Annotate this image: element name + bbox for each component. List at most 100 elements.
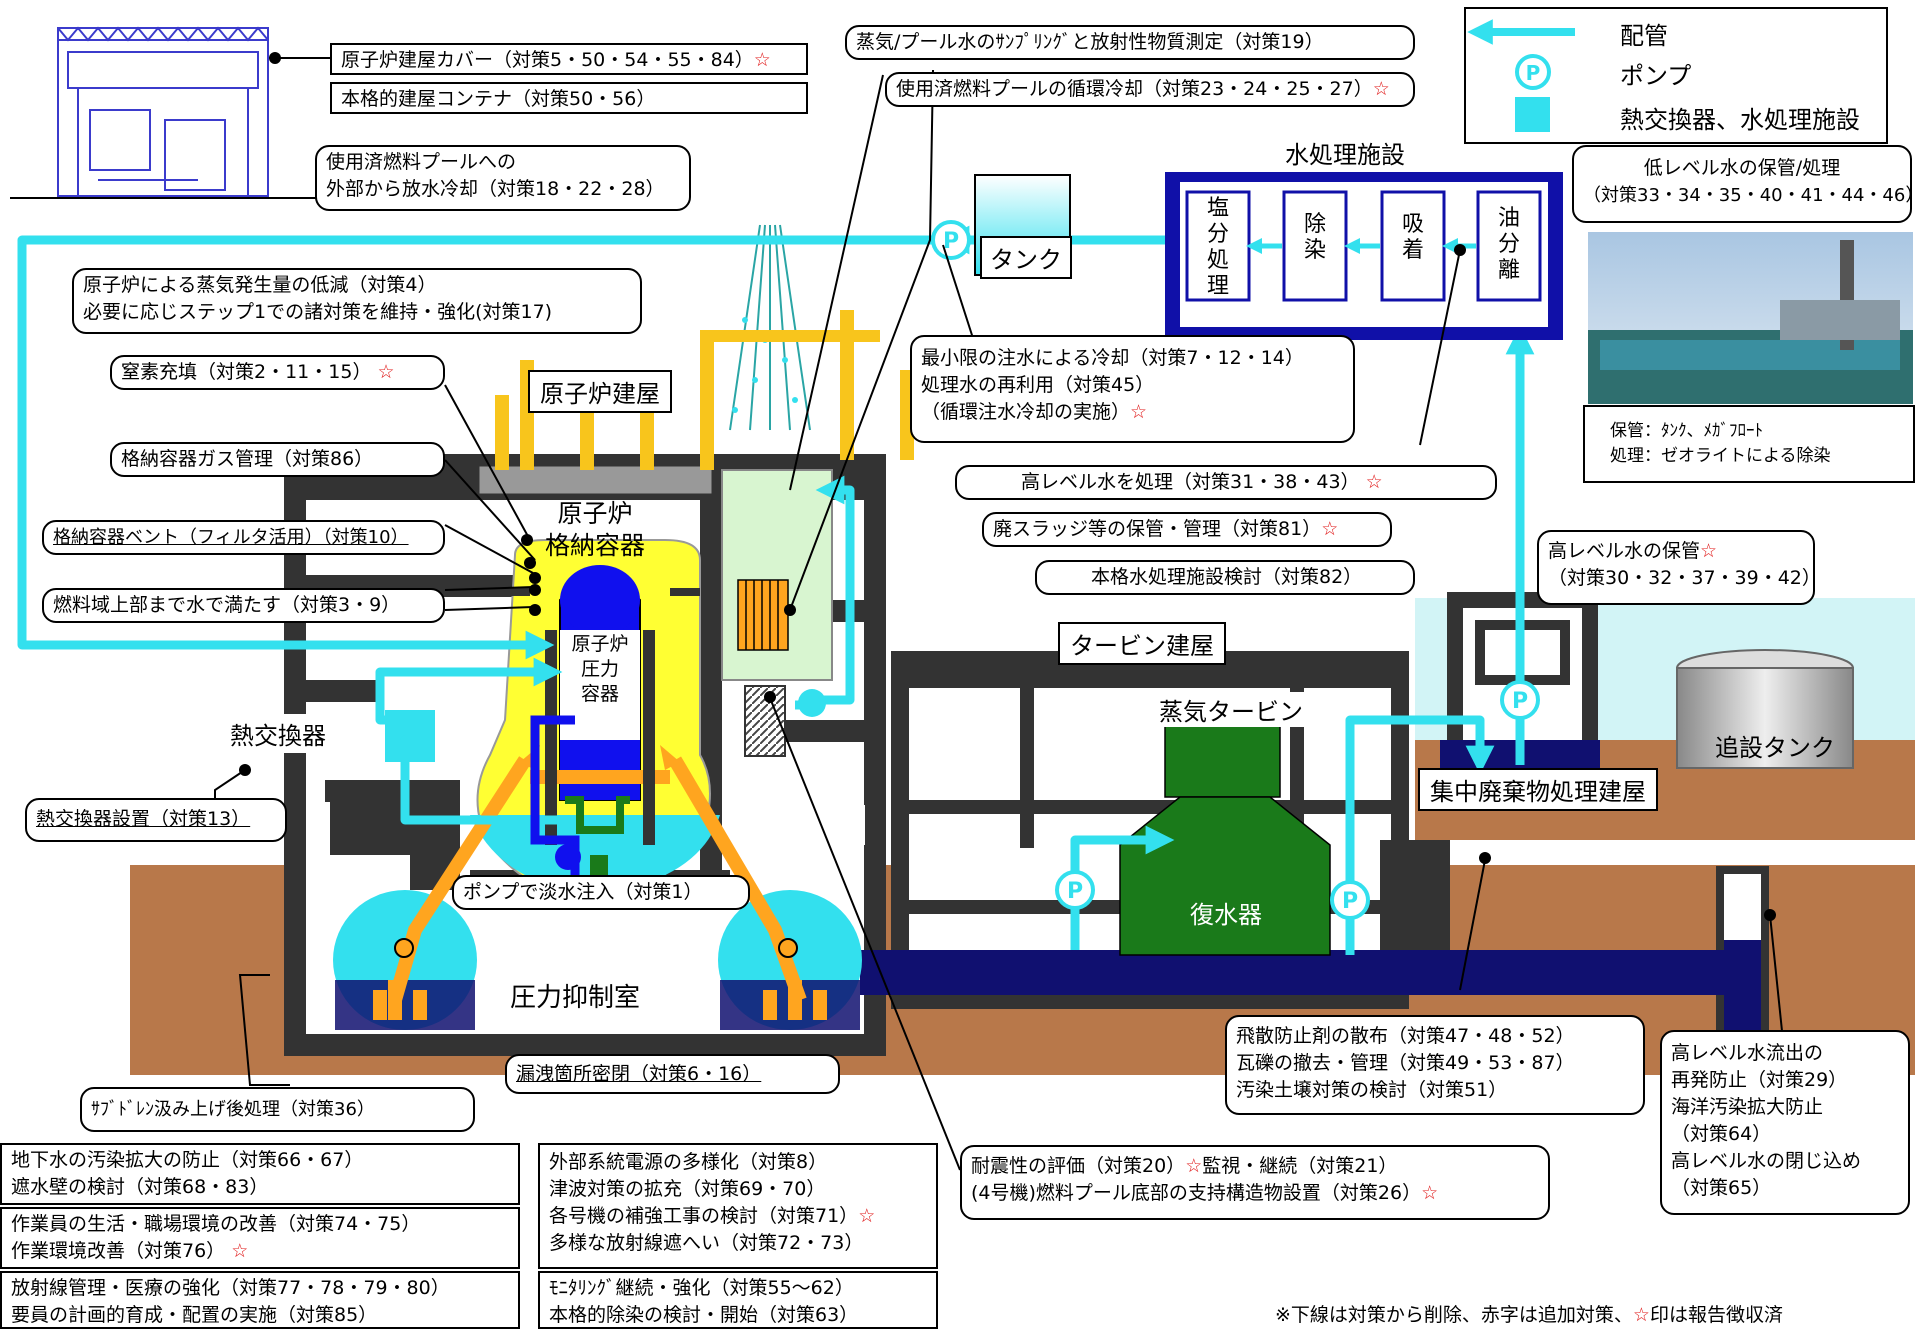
footnote: ※下線は対策から削除、赤字は追加対策、☆印は報告徴収済 (1275, 1300, 1783, 1327)
callout-subdrain-text: ｻﾌﾞﾄﾞﾚﾝ汲み上げ後処理（対策36） (91, 1099, 375, 1120)
callout-hl-outflow-l2: 再発防止（対策29） (1671, 1069, 1848, 1091)
callout-steam-reduction: 原子炉による蒸気発生量の低減（対策4） 必要に応じステップ1での諸対策を維持・強… (72, 268, 642, 334)
tank-label: タンク (980, 236, 1072, 279)
callout-steam-reduction-l1: 原子炉による蒸気発生量の低減（対策4） (83, 274, 437, 296)
callout-sludge: 廃スラッジ等の保管・管理（対策81）☆ (982, 512, 1392, 547)
callout-radiation-mgmt: 放射線管理・医療の強化（対策77・78・79・80） 要員の計画的育成・配置の実… (0, 1271, 520, 1329)
wf-step-decon: 除染 (1303, 212, 1326, 263)
turbine-building-label: タービン建屋 (1058, 622, 1226, 665)
legend-pump-letter: P (1526, 61, 1541, 85)
leader-dots (239, 52, 1776, 921)
callout-pool-cooling-text: 使用済燃料プールの循環冷却（対策23・24・25・27） (896, 78, 1373, 100)
callout-gas-mgmt: 格納容器ガス管理（対策86） (110, 442, 445, 477)
vessel-circulation-pump (555, 844, 581, 870)
callout-radiation-mgmt-l2: 要員の計画的育成・配置の実施（対策85） (11, 1304, 378, 1326)
callout-vent: 格納容器ベント（フィルタ活用）（対策10） (42, 520, 445, 555)
waste-building-label: 集中廃棄物処理建屋 (1418, 768, 1658, 811)
containment-label-line1: 原子炉 (557, 499, 633, 528)
callout-hl-storage: 高レベル水の保管☆ （対策30・32・37・39・42） (1537, 530, 1821, 605)
vessel-pump-box (590, 855, 608, 877)
leader-lines (214, 57, 1786, 1171)
vessel-support (530, 770, 670, 784)
callout-power-tsunami-l2: 津波対策の拡充（対策69・70） (549, 1178, 826, 1200)
callout-monitoring: ﾓﾆﾀﾘﾝｸﾞ継続・強化（対策55～62） 本格的除染の検討・開始（対策63） (538, 1271, 938, 1329)
heat-exchanger-label: 熱交換器 (226, 714, 330, 753)
photo-pier (1600, 340, 1900, 370)
callout-subdrain: ｻﾌﾞﾄﾞﾚﾝ汲み上げ後処理（対策36） (80, 1087, 475, 1132)
callout-seismic-l1: 耐震性の評価（対策20）☆監視・継続（対策21） (971, 1153, 1539, 1180)
callout-vent-text: 格納容器ベント（フィルタ活用）（対策10） (53, 527, 409, 548)
reactor-building-label: 原子炉建屋 (528, 370, 672, 413)
containment-flange-left (500, 588, 530, 596)
callout-debris-l1: 飛散防止剤の散布（対策47・48・52） (1236, 1025, 1575, 1047)
callout-lowlevel-l2: （対策33・34・35・40・41・44・46） (1583, 185, 1915, 206)
pump-letters: P P P P (943, 229, 1528, 914)
callout-min-injection-l3: （循環注水冷却の実施）☆ (921, 399, 1344, 426)
pressure-vessel-label: 原子炉 圧力 容器 (562, 632, 638, 707)
callout-hl-outflow-l1: 高レベル水流出の (1671, 1042, 1824, 1064)
legend-pipe-label: 配管 (1620, 22, 1668, 50)
vent-arrow-right (660, 745, 680, 770)
callout-steam-reduction-l2: 必要に応じステップ1での諸対策を維持・強化(対策17) (83, 301, 553, 323)
callout-building-cover: 原子炉建屋カバー（対策5・50・54・55・84）☆ (330, 43, 808, 75)
callout-worker-env: 作業員の生活・職場環境の改善（対策74・75） 作業環境改善（対策76） ☆ (0, 1207, 520, 1269)
callout-external-spray-l2: 外部から放水冷却（対策18・22・28） (326, 178, 665, 200)
callout-lowlevel-l1: 低レベル水の保管/処理 (1643, 157, 1841, 179)
torus-nozzle-right (778, 938, 798, 958)
callout-worker-env-l2-text: 作業環境改善（対策76） (11, 1240, 226, 1262)
callout-hx-install: 熱交換器設置（対策13） (25, 798, 287, 842)
star-icon: ☆ (377, 361, 395, 383)
callout-sampling-text: 蒸気/プール水のｻﾝﾌﾟﾘﾝｸﾞと放射性物質測定（対策19） (856, 31, 1324, 53)
footnote-suffix: 印は報告徴収済 (1649, 1304, 1783, 1326)
star-icon: ☆ (1372, 78, 1390, 100)
star-icon: ☆ (1421, 1182, 1439, 1204)
callout-power-tsunami-l3-text: 各号機の補強工事の検討（対策71） (549, 1205, 859, 1227)
star-icon: ☆ (1632, 1304, 1650, 1326)
photo-caption-line2: 処理：ゼオライトによる除染 (1610, 446, 1831, 466)
callout-building-container: 本格的建屋コンテナ（対策50・56） (330, 82, 808, 114)
callout-hl-treatment-text: 高レベル水を処理（対策31・38・43） (1021, 471, 1360, 493)
svg-text:P: P (1067, 879, 1083, 904)
callout-external-spray-l1: 使用済燃料プールへの (326, 151, 517, 173)
extra-tank-body (1676, 667, 1854, 769)
svg-text:P: P (1342, 889, 1358, 914)
callout-seismic-l1b: 監視・継続（対策21） (1202, 1155, 1398, 1177)
callout-power-tsunami-l1: 外部系統電源の多様化（対策8） (549, 1151, 828, 1173)
wf-step-oil: 油分離 (1497, 206, 1520, 283)
water-spray (729, 224, 811, 431)
callout-full-facility-text: 本格水処理施設検討（対策82） (1091, 566, 1363, 588)
wf-step-salt: 塩分処理 (1206, 196, 1229, 299)
callout-hl-storage-l2: （対策30・32・37・39・42） (1548, 567, 1821, 589)
svg-text:P: P (943, 229, 959, 254)
callout-hl-outflow-l5: 高レベル水の閉じ込め (1671, 1150, 1862, 1172)
operating-floor-crane (476, 463, 715, 497)
callout-seismic-l1a: 耐震性の評価（対策20） (971, 1155, 1186, 1177)
callout-min-injection: 最小限の注水による冷却（対策7・12・14） 処理水の再利用（対策45） （循環… (910, 335, 1355, 443)
callout-hl-treatment: 高レベル水を処理（対策31・38・43） ☆ (955, 465, 1497, 500)
callout-leak-seal: 漏洩箇所密閉（対策6・16） (505, 1054, 840, 1094)
callout-external-spray: 使用済燃料プールへの 外部から放水冷却（対策18・22・28） (315, 145, 691, 211)
callout-freshwater-text: ポンプで淡水注入（対策1） (463, 881, 703, 903)
underground-conduit (860, 950, 1760, 995)
callout-min-injection-l2: 処理水の再利用（対策45） (921, 374, 1155, 396)
star-icon: ☆ (1185, 1155, 1203, 1177)
callout-leak-seal-text: 漏洩箇所密閉（対策6・16） (516, 1063, 762, 1085)
callout-freshwater: ポンプで淡水注入（対策1） (452, 875, 750, 910)
steam-turbine (1164, 724, 1281, 798)
callout-debris-l2: 瓦礫の撤去・管理（対策49・53・87） (1236, 1052, 1575, 1074)
star-icon: ☆ (1130, 401, 1148, 423)
pressure-vessel-line1: 原子炉 (571, 633, 629, 655)
callout-hl-outflow: 高レベル水流出の 再発防止（対策29） 海洋汚染拡大防止 （対策64） 高レベル… (1660, 1030, 1910, 1215)
photo-structure (1780, 300, 1900, 340)
footnote-prefix: ※下線は対策から削除、赤字は追加対策、 (1275, 1304, 1633, 1326)
vessel-dome (560, 565, 640, 635)
vessel-pedestal-right (643, 630, 655, 845)
vessel-pedestal-left (545, 630, 557, 845)
callout-seismic-l2-text: (4号機)燃料プール底部の支持構造物設置（対策26） (971, 1182, 1422, 1204)
star-icon: ☆ (231, 1240, 249, 1262)
callout-lowlevel-storage: 低レベル水の保管/処理 （対策33・34・35・40・41・44・46） (1572, 145, 1915, 223)
callout-power-tsunami: 外部系統電源の多様化（対策8） 津波対策の拡充（対策69・70） 各号機の補強工… (538, 1143, 938, 1269)
callout-gas-mgmt-text: 格納容器ガス管理（対策86） (121, 448, 374, 470)
condenser-housing (1119, 796, 1331, 956)
callout-min-injection-l3-text: （循環注水冷却の実施） (921, 401, 1131, 423)
